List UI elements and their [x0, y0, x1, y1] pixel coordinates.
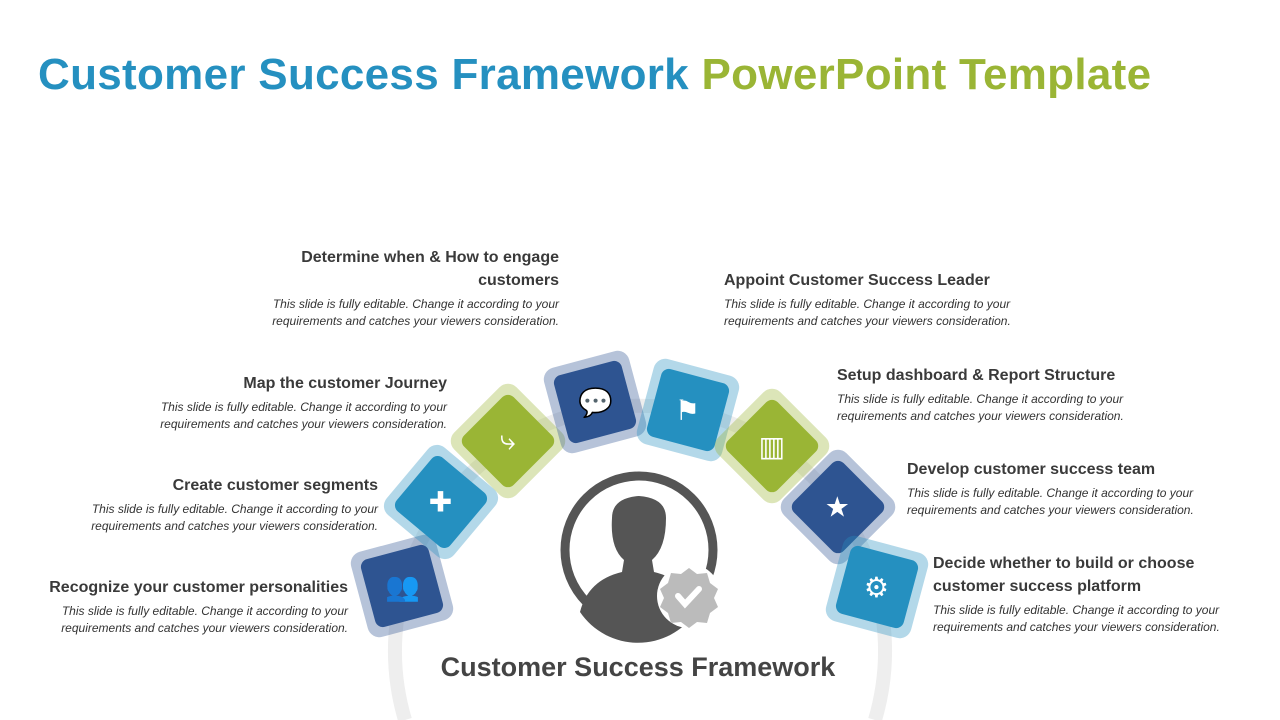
dashboard-icon: ▥ [758, 430, 786, 462]
team-star-icon: ★ [825, 491, 851, 523]
leader-flag-icon: ⚑ [675, 394, 701, 426]
chat-bubbles-icon: 💬 [577, 386, 613, 418]
item-platform: Decide whether to build or choose custom… [933, 555, 1220, 634]
verified-badge-icon [657, 564, 721, 628]
platform-gear-icon: ⚙ [864, 571, 890, 603]
people-group-icon: 👥 [384, 570, 420, 602]
item-engage: Determine when & How to engage customers… [272, 249, 559, 328]
slide-title: Customer Success Framework PowerPoint Te… [38, 50, 1152, 99]
journey-path-icon: ⤷ [500, 424, 516, 456]
segments-grid-icon: ✚ [429, 486, 453, 518]
center-caption: Customer Success Framework [440, 652, 836, 682]
